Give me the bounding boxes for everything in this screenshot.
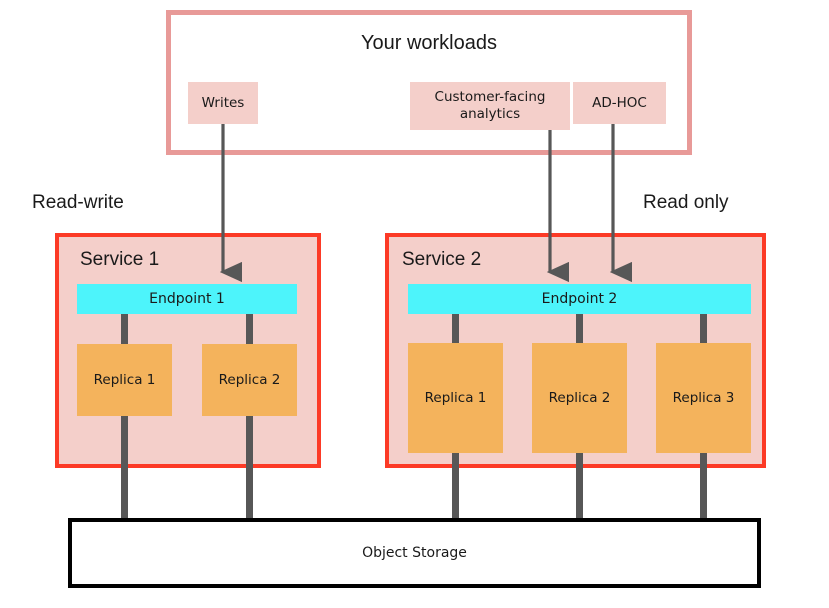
connector-replica2-storage-s2 (576, 450, 583, 521)
workloads-title: Your workloads (360, 32, 497, 54)
caption-read-write: Read-write (32, 192, 124, 213)
endpoint-1[interactable]: Endpoint 1 (77, 284, 297, 314)
service-2-replica-3[interactable]: Replica 3 (656, 343, 751, 453)
workload-chip-ad-hoc[interactable]: AD-HOC (573, 82, 666, 124)
service-1-replica-1[interactable]: Replica 1 (77, 344, 172, 416)
connector-replica2-storage-s1 (246, 413, 253, 521)
connector-replica1-storage-s2 (452, 450, 459, 521)
connector-endpoint1-replica1 (121, 313, 128, 347)
service-1-label: Service 1 (80, 249, 160, 270)
workload-chip-customer-facing-analytics[interactable]: Customer-facing analytics (410, 82, 570, 130)
service-1-replica-2[interactable]: Replica 2 (202, 344, 297, 416)
endpoint-2[interactable]: Endpoint 2 (408, 284, 751, 314)
service-2-label: Service 2 (402, 249, 482, 270)
connector-replica3-storage-s2 (700, 450, 707, 521)
service-2-replica-1[interactable]: Replica 1 (408, 343, 503, 453)
connector-endpoint1-replica2 (246, 313, 253, 347)
connector-endpoint2-replica3 (700, 313, 707, 346)
connector-endpoint2-replica2 (576, 313, 583, 346)
object-storage-box[interactable]: Object Storage (68, 518, 761, 588)
caption-read-only: Read only (643, 192, 729, 213)
connector-endpoint2-replica1 (452, 313, 459, 346)
connector-replica1-storage-s1 (121, 413, 128, 521)
workload-chip-writes[interactable]: Writes (188, 82, 258, 124)
service-2-replica-2[interactable]: Replica 2 (532, 343, 627, 453)
